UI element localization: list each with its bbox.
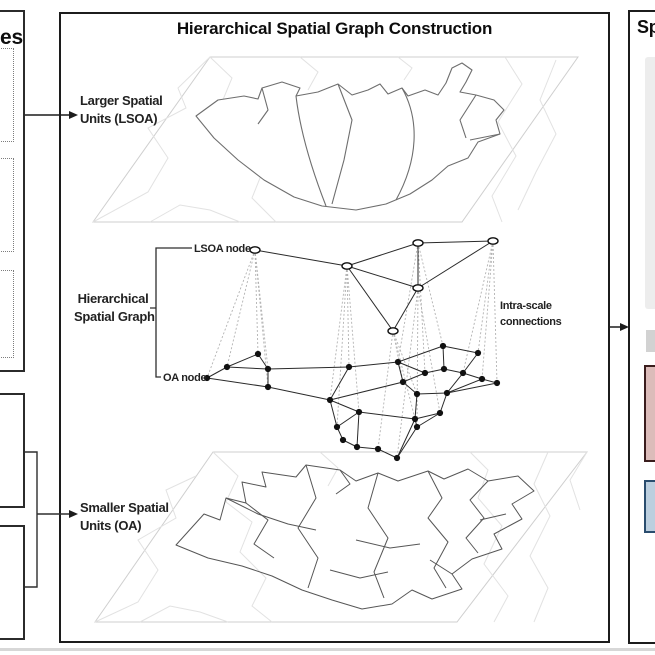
arrow-larger-units (25, 111, 78, 119)
label-larger-line2: Units (LSOA) (80, 111, 158, 126)
lsoa-intra-scale-edges (254, 240, 494, 332)
lsoa-nodes (249, 237, 499, 335)
lsoa-polygons (195, 62, 505, 211)
right-pink-box (644, 365, 655, 462)
left-dashed-box-3 (0, 270, 14, 358)
label-smaller-line1: Smaller Spatial (80, 500, 169, 515)
lsoa-map-background-boundaries (92, 56, 557, 223)
left-box-upper (0, 393, 25, 508)
right-muted-block (645, 57, 655, 309)
center-panel-title: Hierarchical Spatial Graph Construction (176, 19, 493, 38)
label-intra-scale-connections: Intra-scale connections (500, 298, 562, 330)
label-lsoa-node: LSOA node (194, 243, 251, 255)
oa-intra-scale-edges (206, 345, 498, 459)
label-smaller-line2: Units (OA) (80, 518, 142, 533)
label-intra-line1: Intra-scale (500, 300, 552, 312)
oa-map (94, 451, 589, 623)
right-blue-box (644, 480, 655, 533)
left-box-lower (0, 525, 25, 640)
lsoa-map (92, 56, 579, 223)
left-boxes-bracket (25, 451, 70, 588)
label-smaller-spatial-units: Smaller Spatial Units (OA) (80, 499, 169, 535)
oa-nodes (203, 342, 501, 462)
oa-map-background-boundaries (94, 451, 588, 623)
label-intra-line2: connections (500, 316, 562, 328)
label-larger-line1: Larger Spatial (80, 93, 163, 108)
label-hier-line2: Spatial Graph (74, 309, 155, 324)
arrow-smaller-units (69, 510, 78, 518)
graph-label-bracket (150, 247, 192, 378)
oa-polygons (175, 464, 535, 610)
right-gray-bar (646, 330, 655, 352)
left-dashed-box-1 (0, 48, 14, 142)
right-panel-title-fragment: Sp (637, 17, 655, 37)
label-oa-node: OA node (163, 372, 207, 384)
left-panel-title-fragment: es (0, 26, 23, 49)
label-larger-spatial-units: Larger Spatial Units (LSOA) (80, 92, 163, 128)
arrow-to-right-panel (610, 323, 629, 331)
left-dashed-box-2 (0, 158, 14, 252)
label-hier-line1: Hierarchical (77, 291, 149, 306)
label-hierarchical-spatial-graph: Hierarchical Spatial Graph (74, 290, 155, 326)
bottom-divider (0, 648, 655, 651)
